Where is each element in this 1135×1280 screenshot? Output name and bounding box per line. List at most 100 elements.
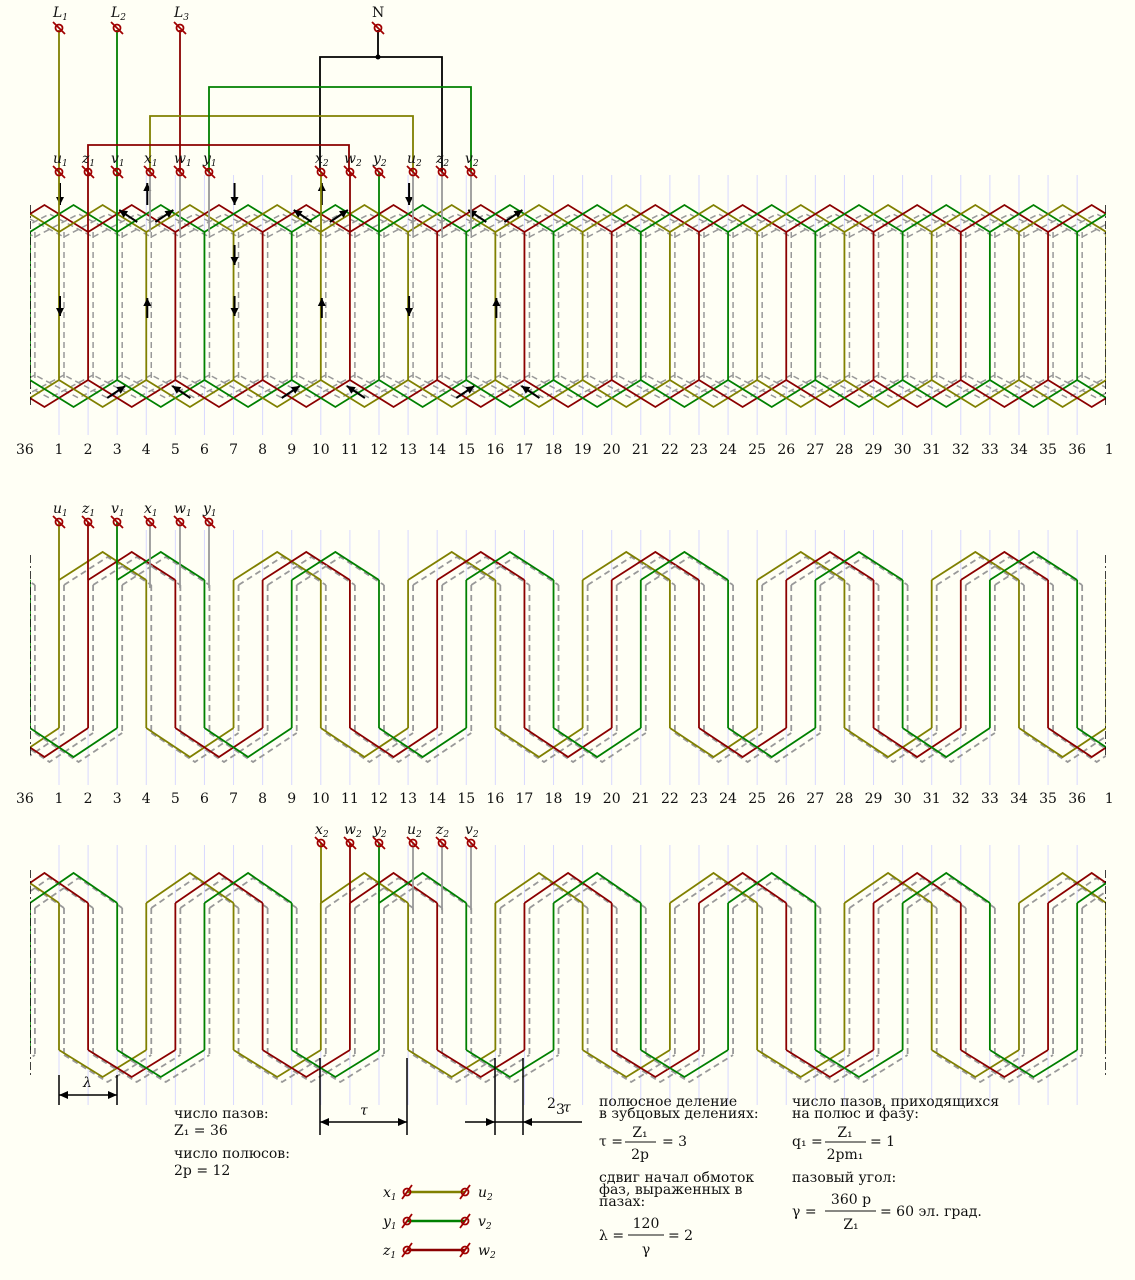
end-connection-dashed xyxy=(616,374,705,399)
pole-pitch-lhs: τ = xyxy=(599,1134,623,1150)
slot-number: 36 xyxy=(1068,791,1086,807)
end-connection-dashed xyxy=(500,213,588,238)
terminal-icon xyxy=(460,1245,470,1255)
angle-lhs: γ = xyxy=(792,1204,817,1220)
slot-number: 11 xyxy=(341,442,359,458)
terminal-slash xyxy=(173,21,187,35)
slot-number: 11 xyxy=(341,791,359,807)
end-connection-dashed xyxy=(412,213,501,238)
winding-section-lap xyxy=(30,183,1106,409)
end-connection-dashed xyxy=(761,374,850,399)
terminal-label: u2 xyxy=(407,822,422,840)
slot-number: 6 xyxy=(200,791,209,807)
end-connection xyxy=(30,871,89,904)
end-connection xyxy=(674,876,763,909)
end-connection-dashed xyxy=(63,213,152,238)
end-connection-dashed xyxy=(1023,374,1106,399)
slot-number: 9 xyxy=(287,791,296,807)
end-connection xyxy=(873,871,962,904)
end-connection xyxy=(761,1054,850,1084)
jumper-x1-u2 xyxy=(149,115,414,172)
slot-number: 29 xyxy=(865,791,883,807)
end-connection xyxy=(732,732,821,764)
end-connection-dashed xyxy=(150,213,239,238)
terminal-slash xyxy=(372,836,386,850)
supply-label: N xyxy=(372,5,384,21)
end-connection xyxy=(965,1054,1054,1084)
terminal-label: x1 xyxy=(144,501,158,519)
terminal-icon xyxy=(466,838,476,848)
slot-number: 21 xyxy=(632,442,650,458)
end-connection xyxy=(296,1054,385,1084)
end-connection xyxy=(989,550,1078,581)
lambda-label: λ xyxy=(82,1075,92,1091)
end-connection xyxy=(174,871,264,904)
terminal-slash xyxy=(371,21,385,35)
end-connection xyxy=(1076,727,1106,749)
end-connection xyxy=(465,1049,555,1079)
slot-number: 26 xyxy=(777,791,795,807)
terminal-icon xyxy=(175,517,185,527)
end-connection xyxy=(92,555,181,586)
end-connection xyxy=(383,732,472,764)
terminal-slash xyxy=(406,165,420,179)
terminal-icon xyxy=(460,1216,470,1226)
end-connection xyxy=(814,550,904,581)
arrow-head xyxy=(317,298,326,306)
arrow-head xyxy=(398,1118,407,1126)
terminal-slash xyxy=(314,165,328,179)
end-connection xyxy=(965,555,1054,586)
end-connection xyxy=(873,203,962,233)
end-connection xyxy=(523,203,613,233)
end-connection xyxy=(528,876,618,909)
end-connection-dashed xyxy=(34,374,123,399)
slot-number: 18 xyxy=(545,442,563,458)
end-connection xyxy=(674,732,763,764)
end-connection xyxy=(92,1054,181,1084)
end-connection-dashed xyxy=(790,213,879,238)
end-connection xyxy=(30,732,65,757)
arrow-head xyxy=(164,210,174,218)
end-connection xyxy=(349,203,438,233)
terminals: u1u1z1z1v1v1x1x1w1w1y1y1x2x2w2w2y2y2u2u2… xyxy=(52,151,479,910)
end-connection-dashed xyxy=(63,374,152,399)
slot-number: 2 xyxy=(84,442,93,458)
slot-number: 8 xyxy=(258,442,267,458)
end-connection-dashed xyxy=(296,374,385,399)
slot-number: 20 xyxy=(603,442,621,458)
slot-number: 26 xyxy=(777,442,795,458)
terminal-slash xyxy=(143,165,157,179)
pole-pitch-label-2: в зубцовых делениях: xyxy=(599,1106,759,1122)
end-connection xyxy=(145,871,235,904)
arrow-head xyxy=(513,210,523,218)
end-connection xyxy=(790,555,880,586)
slot-number: 36 xyxy=(1068,442,1086,458)
slot-number: 8 xyxy=(258,791,267,807)
end-connection-dashed xyxy=(238,374,327,399)
slot-number: 35 xyxy=(1039,791,1057,807)
end-connection xyxy=(116,550,205,581)
end-connection xyxy=(703,732,792,764)
terminal-icon xyxy=(204,167,214,177)
slot-number: 1 xyxy=(55,791,64,807)
end-connection-dashed xyxy=(616,213,705,238)
arrow-head xyxy=(108,1091,117,1099)
end-connection-dashed xyxy=(412,374,501,399)
end-connection xyxy=(727,871,816,904)
end-connection xyxy=(907,732,996,764)
terminal-icon xyxy=(374,167,384,177)
terminal-icon xyxy=(402,1245,412,1255)
end-connection xyxy=(843,871,933,904)
terminal-slash xyxy=(372,165,386,179)
end-connection xyxy=(640,203,729,233)
slot-number: 22 xyxy=(661,791,679,807)
end-connection xyxy=(878,876,967,909)
end-connection xyxy=(208,876,298,909)
neutral-junction xyxy=(375,54,381,60)
q-label: число пазов, приходящихся xyxy=(792,1094,999,1110)
end-connection xyxy=(1018,203,1106,233)
arrow-head xyxy=(56,197,64,205)
end-connection xyxy=(121,555,210,586)
end-connection xyxy=(203,871,293,904)
terminal-label: u1 xyxy=(53,501,68,519)
